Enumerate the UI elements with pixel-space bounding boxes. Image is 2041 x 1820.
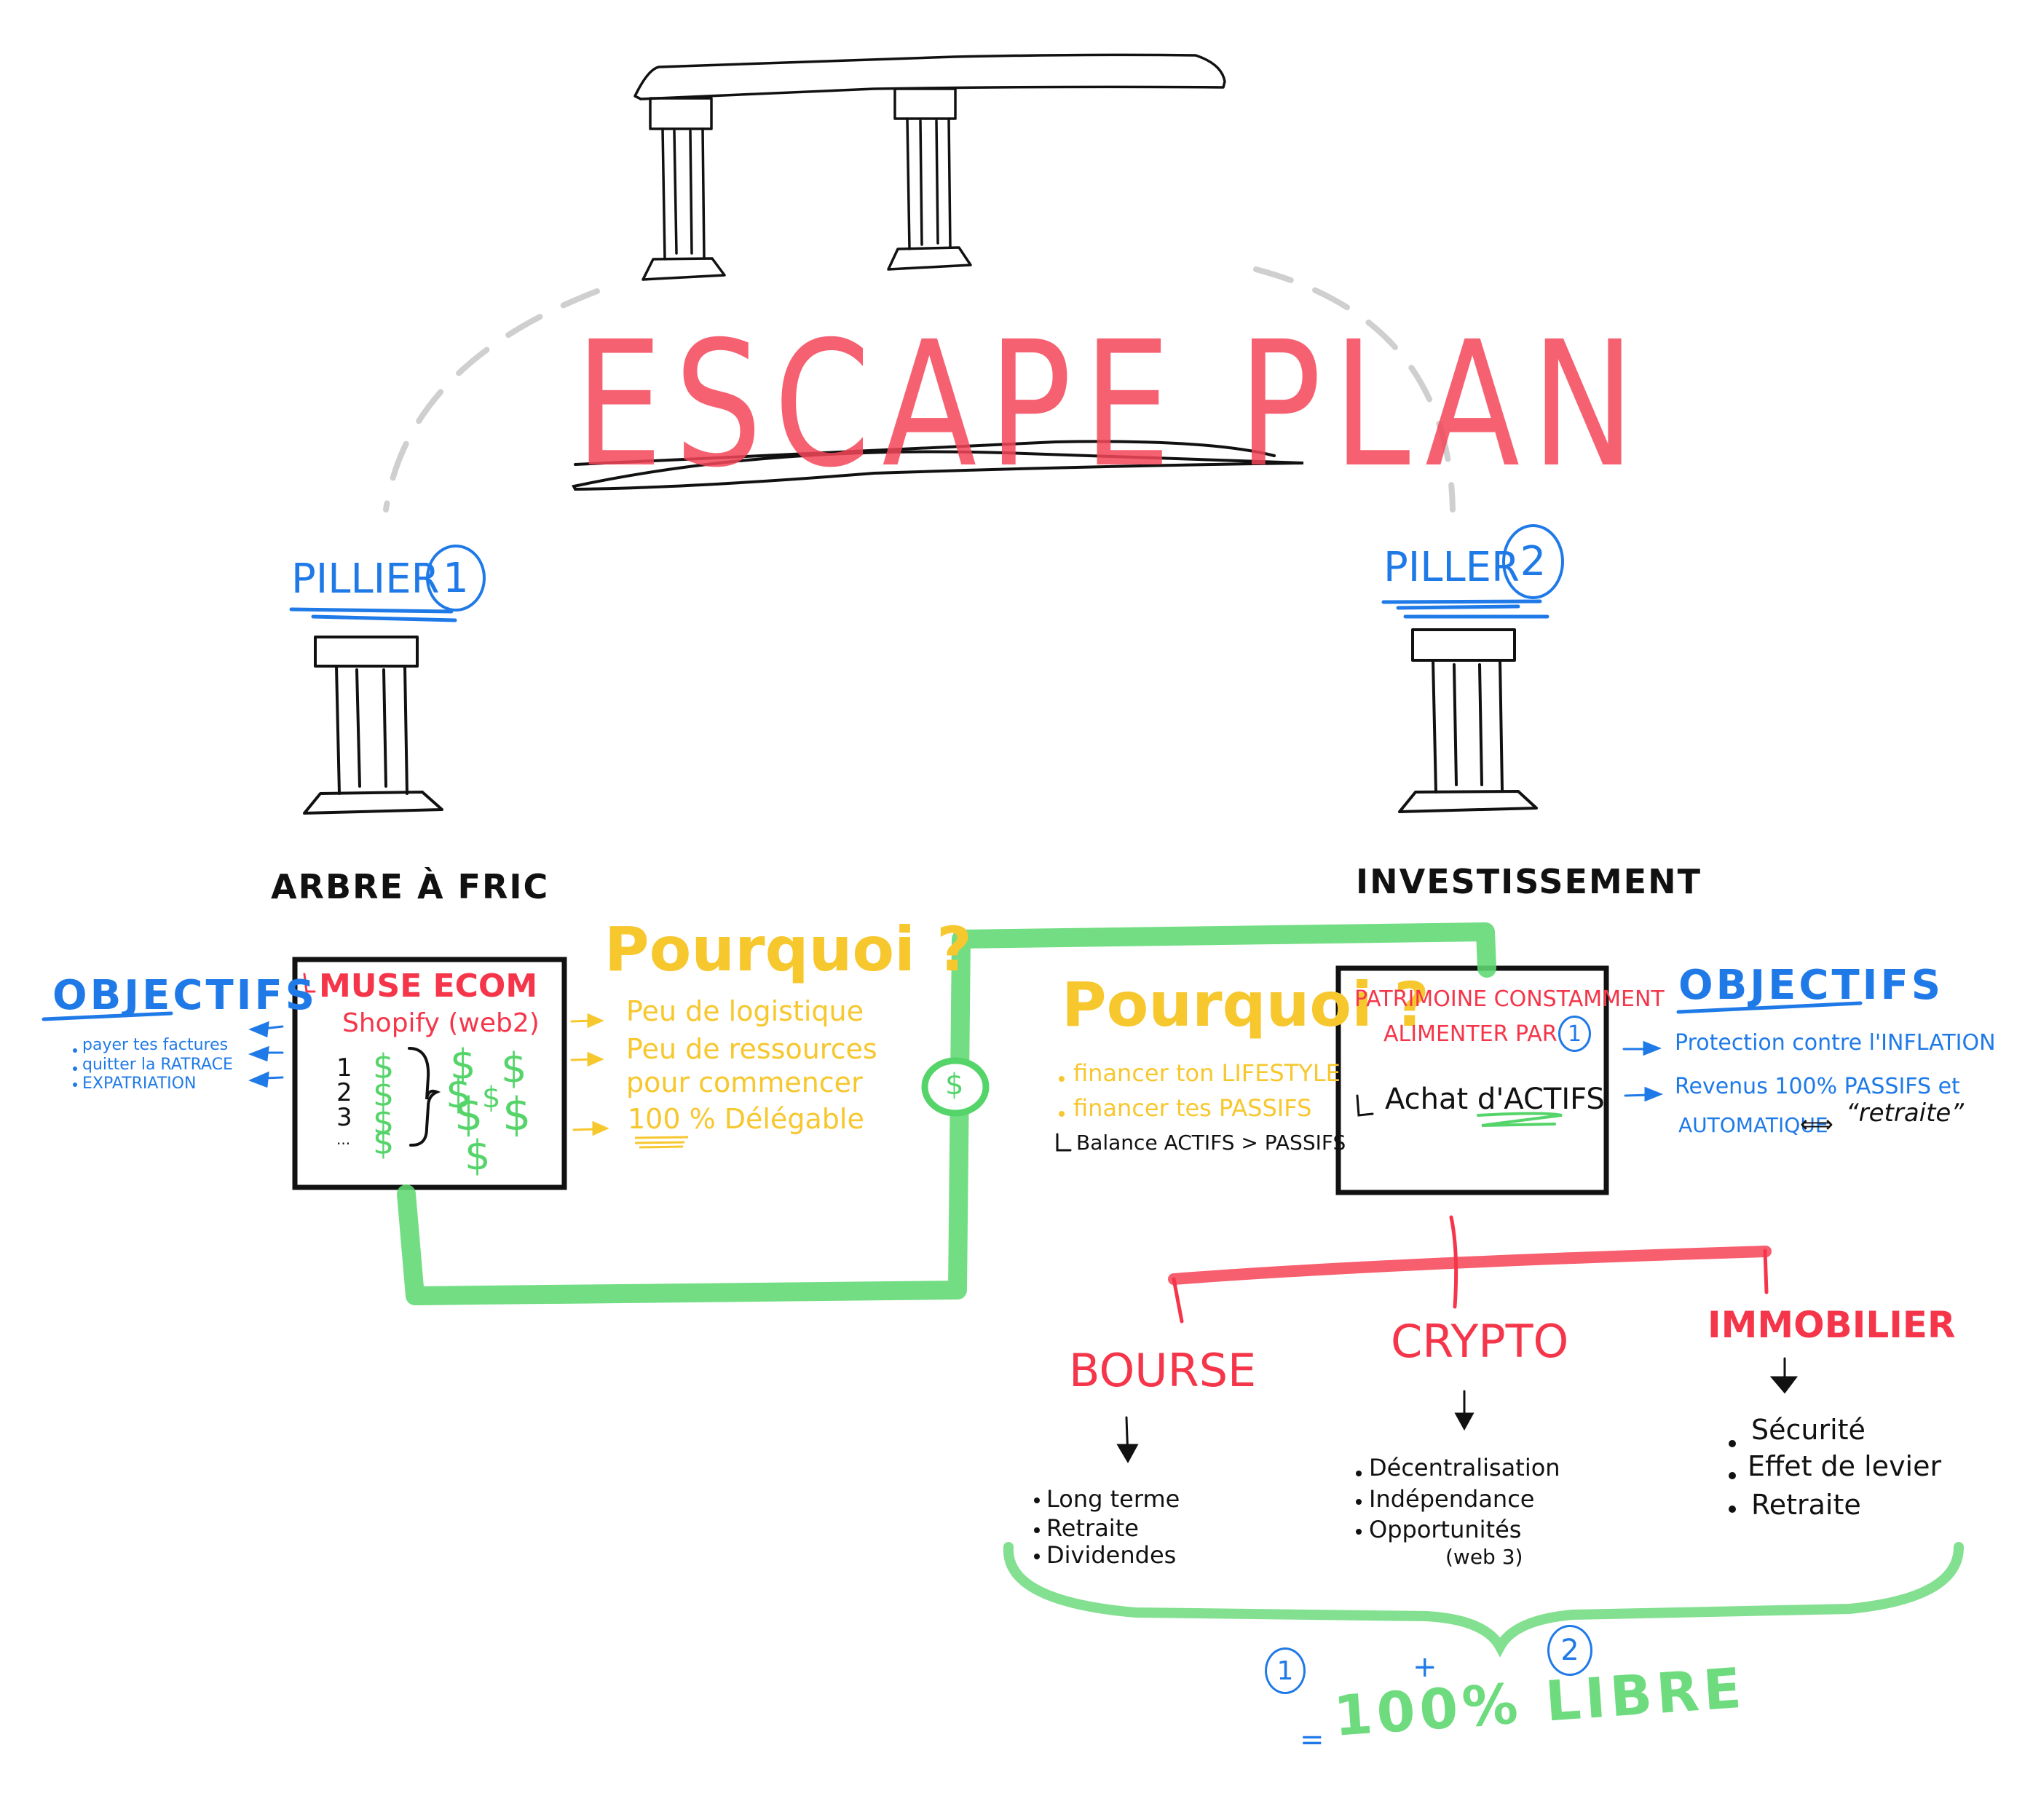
title-underline xyxy=(572,440,1304,491)
box-2-ref-number: 1 xyxy=(1567,1021,1582,1047)
retraite-quote: “retraite” xyxy=(1846,1099,1964,1128)
pillar-1-label: PILLIER xyxy=(291,555,440,603)
pourquoi-bullets xyxy=(1059,1076,1065,1117)
result-left-number: 1 xyxy=(1276,1655,1294,1686)
objectifs-left-item: quitter la RATRACE xyxy=(82,1056,233,1074)
pourquoi-right-item: financer ton LIFESTYLE xyxy=(1073,1059,1341,1087)
crypto-item: Décentralisation xyxy=(1369,1454,1560,1481)
box-2-action-emphasis: d'ACTIFS xyxy=(1477,1083,1605,1116)
pillar-2-number: 2 xyxy=(1520,538,1547,585)
temple-drawing xyxy=(633,53,1226,281)
dollar-icon: $ xyxy=(373,1102,395,1142)
category-immobilier: IMMOBILIER xyxy=(1708,1304,1956,1346)
pillar-2-box xyxy=(1335,965,1609,1195)
dollar-icon: $ xyxy=(502,1088,532,1141)
immobilier-item: Effet de levier xyxy=(1748,1450,1942,1482)
pourquoi-right-item: financer tes PASSIFS xyxy=(1073,1094,1312,1122)
equivalence-icon: ⟺ xyxy=(1800,1110,1833,1138)
objectifs-arrows-left xyxy=(248,1021,284,1088)
box-2-ref-badge: 1 xyxy=(1558,1016,1591,1052)
box-2-line2: ALIMENTER PAR xyxy=(1383,1021,1558,1047)
objectifs-underline-right xyxy=(1676,1001,1863,1014)
category-branches xyxy=(1168,1215,1772,1324)
pillar-2-name: INVESTISSEMENT xyxy=(1356,862,1702,901)
bourse-item: Long terme xyxy=(1046,1485,1180,1513)
objectifs-left-item: EXPATRIATION xyxy=(82,1075,197,1093)
green-brace xyxy=(1003,1542,1964,1658)
objectifs-arrows-right xyxy=(1622,1040,1664,1102)
down-arrows xyxy=(1116,1357,1798,1464)
objectifs-right-item: Protection contre l'INFLATION xyxy=(1675,1030,1996,1056)
result-badge-1: 1 xyxy=(1265,1647,1306,1694)
objectifs-right-item: AUTOMATIQUE xyxy=(1678,1113,1828,1137)
dollar-icon: $ xyxy=(482,1081,501,1115)
pillar-2-number-badge: 2 xyxy=(1502,524,1564,599)
result-badge-2: 2 xyxy=(1547,1625,1592,1676)
box-2-action-prefix: Achat xyxy=(1385,1083,1469,1116)
box-2-action: Achat d'ACTIFS xyxy=(1385,1085,1605,1114)
objectifs-left-item: payer tes factures xyxy=(82,1036,229,1054)
pourquoi-arrows-left xyxy=(570,1013,609,1136)
plus-sign: + xyxy=(1413,1650,1437,1684)
pourquoi-left-item: 100 % Délégable xyxy=(628,1103,864,1135)
pillar-2-label: PILLER xyxy=(1383,544,1520,591)
result-right-number: 2 xyxy=(1560,1634,1579,1667)
crypto-item: Indépendance xyxy=(1369,1485,1535,1513)
immobilier-item: Sécurité xyxy=(1751,1414,1866,1446)
balance-text: Balance ACTIFS > PASSIFS xyxy=(1076,1131,1346,1155)
box-2-line1: PATRIMOINE CONSTAMMENT xyxy=(1354,986,1665,1012)
crypto-item: Opportunités xyxy=(1369,1516,1522,1543)
dashed-link-left xyxy=(383,288,600,513)
pillar-underlines xyxy=(289,599,1549,622)
actifs-underline xyxy=(1477,1112,1563,1127)
objectifs-bullets xyxy=(73,1048,77,1087)
bourse-item: Dividendes xyxy=(1046,1541,1177,1569)
bourse-item: Retraite xyxy=(1046,1514,1139,1542)
dollar-icon: $ xyxy=(373,1075,395,1114)
pourquoi-left-item: Peu de logistique xyxy=(626,995,864,1027)
objectifs-left-heading: OBJECTIFS xyxy=(52,972,318,1019)
crypto-item: (web 3) xyxy=(1445,1545,1523,1569)
dollar-icon: $ xyxy=(454,1088,483,1141)
box-1-heading: MUSE ECOM xyxy=(319,968,538,1005)
box-1-subheading: Shopify (web2) xyxy=(342,1008,540,1038)
box-1-number: 2 xyxy=(336,1078,352,1107)
objectifs-right-item: Revenus 100% PASSIFS et xyxy=(1675,1074,1960,1099)
dashed-link-right xyxy=(1253,266,1456,513)
dollar-icon: $ xyxy=(373,1047,395,1086)
bullet-dots xyxy=(1034,1440,1736,1559)
pillar-1-drawing xyxy=(303,636,443,815)
dollar-icon: $ xyxy=(465,1132,491,1179)
pourquoi-right-heading: Pourquoi ? xyxy=(1062,969,1429,1040)
page-title: ESCAPE PLAN xyxy=(575,304,1647,506)
immobilier-item: Retraite xyxy=(1751,1489,1861,1521)
dollar-icon: $ xyxy=(501,1045,527,1092)
pourquoi-left-heading: Pourquoi ? xyxy=(604,914,972,985)
pourquoi-left-item: Peu de ressources xyxy=(626,1033,877,1065)
box-1-number: 1 xyxy=(336,1053,352,1083)
brace xyxy=(408,1047,441,1147)
pillar-1-number-badge: 1 xyxy=(426,545,486,612)
pillar-1-number: 1 xyxy=(443,554,469,602)
return-arrows xyxy=(303,973,1374,1152)
pourquoi-left-item: pour commencer xyxy=(626,1067,863,1099)
pillar-1-box xyxy=(292,957,567,1190)
box-1-number: 3 xyxy=(336,1103,352,1132)
equals-sign: = xyxy=(1300,1723,1325,1757)
box-1-number: ... xyxy=(336,1131,351,1148)
objectifs-right-heading: OBJECTIFS xyxy=(1678,962,1944,1009)
dollar-icon: $ xyxy=(450,1041,476,1088)
pillar-2-drawing xyxy=(1398,628,1538,813)
coin-dollar-icon: $ xyxy=(945,1068,964,1101)
dollar-icon: $ xyxy=(373,1123,395,1162)
delegable-underline xyxy=(634,1136,689,1149)
dollar-icon: $ xyxy=(446,1070,472,1117)
category-crypto: CRYPTO xyxy=(1391,1315,1569,1368)
objectifs-underline-left xyxy=(42,1011,173,1021)
dollar-coin xyxy=(921,1057,990,1117)
category-bourse: BOURSE xyxy=(1069,1344,1257,1397)
pillar-1-name: ARBRE À FRIC xyxy=(271,867,550,906)
